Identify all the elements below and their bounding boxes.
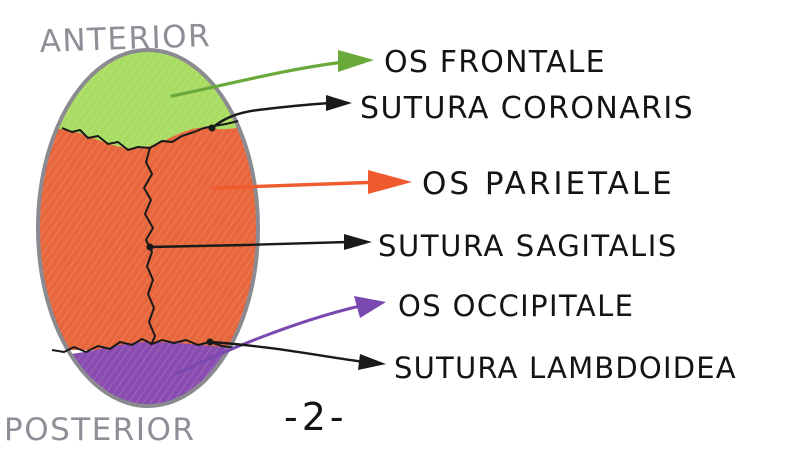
arrowhead-sutura-coronaris (326, 95, 352, 111)
label-os-occipitale: OS OCCIPITALE (398, 289, 634, 323)
arrowhead-os-occipitale (354, 296, 386, 318)
posterior-label: POSTERIOR (4, 412, 195, 448)
arrow-os-parietale (212, 180, 384, 190)
label-os-frontale: OS FRONTALE (384, 45, 606, 80)
arrowhead-sutura-sagitalis (344, 234, 372, 250)
label-os-parietale: OS PARIETALE (422, 166, 675, 202)
arrow-sutura-coronaris (210, 101, 332, 130)
label-sutura-lambdoidea: SUTURA LAMBDOIDEA (394, 351, 737, 385)
arrowhead-os-parietale (368, 170, 412, 194)
arrow-sutura-lambdoidea (208, 340, 366, 364)
figure-number: -2- (284, 395, 348, 439)
arrow-os-frontale (170, 59, 354, 98)
skull-outline (36, 48, 260, 408)
label-sutura-sagitalis: SUTURA SAGITALIS (378, 229, 678, 263)
arrowhead-sutura-lambdoidea (358, 354, 386, 370)
label-sutura-coronaris: SUTURA CORONARIS (360, 91, 694, 126)
arrow-os-occipitale (174, 304, 362, 376)
coronal-suture-line (61, 120, 239, 151)
anatomy-labels: OS FRONTALE SUTURA CORONARIS OS PARIETAL… (360, 45, 737, 385)
skull-top-view (36, 48, 260, 408)
lambdoid-suture-line (51, 338, 237, 353)
pointer-arrows (148, 50, 412, 376)
arrowhead-os-frontale (338, 50, 374, 72)
arrow-sutura-sagitalis (148, 240, 350, 249)
